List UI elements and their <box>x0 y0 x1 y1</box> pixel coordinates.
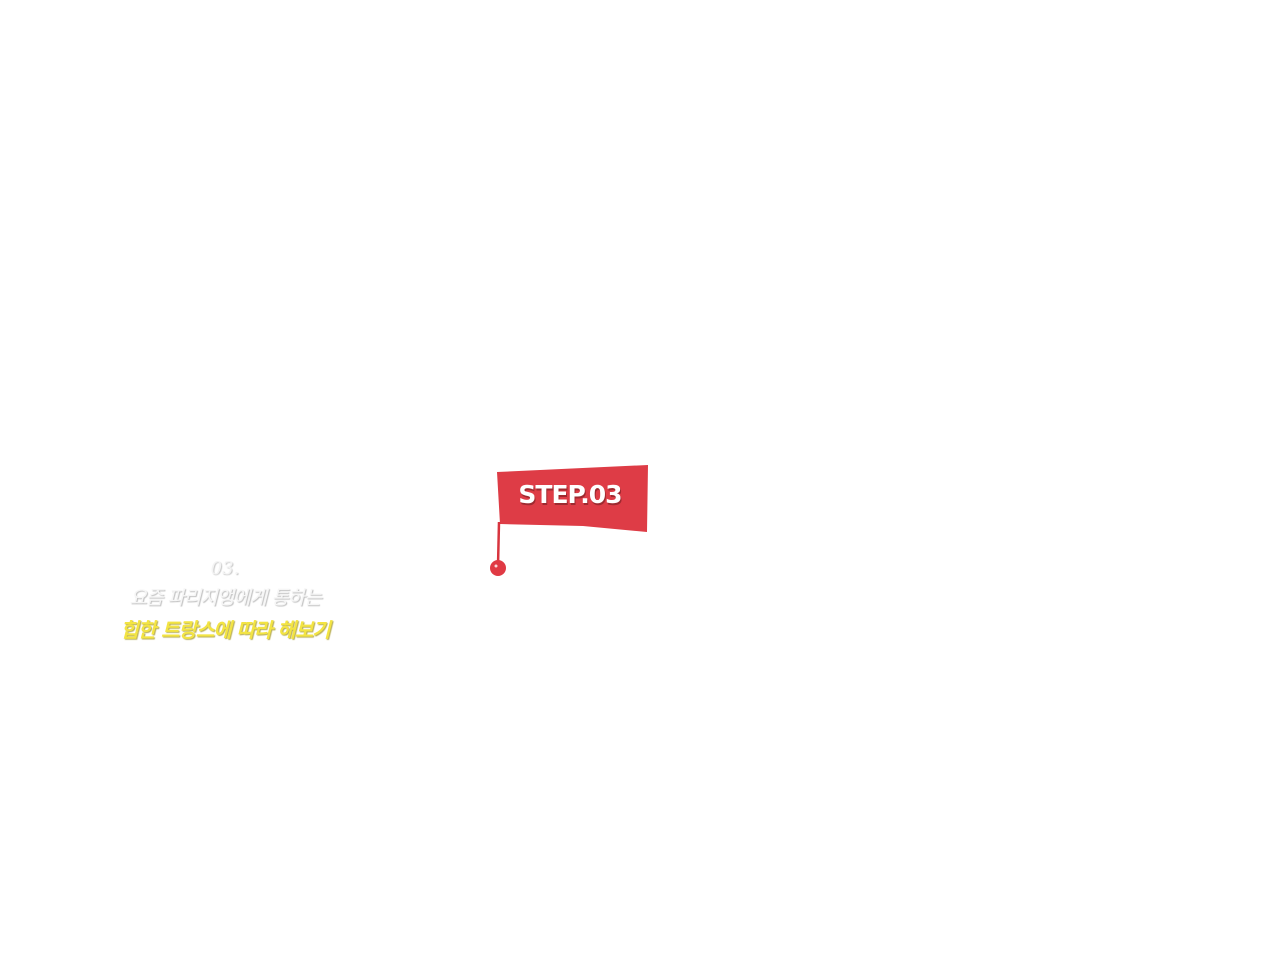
step-label: STEP.03 <box>518 480 622 509</box>
caption-number: 03. <box>210 558 240 579</box>
flag-icon <box>490 465 648 576</box>
step-caption: 03. 요즘 파리지앵에게 통하는 힙한 트랑스에 따라 해보기 <box>110 556 340 646</box>
caption-line-1: 요즘 파리지앵에게 통하는 <box>129 587 321 609</box>
flag-pin <box>490 560 506 576</box>
flag-banner <box>497 465 648 532</box>
step-flag: STEP.03 <box>488 462 653 580</box>
caption-line-2: 힙한 트랑스에 따라 해보기 <box>120 618 330 642</box>
flag-pole <box>496 521 501 567</box>
